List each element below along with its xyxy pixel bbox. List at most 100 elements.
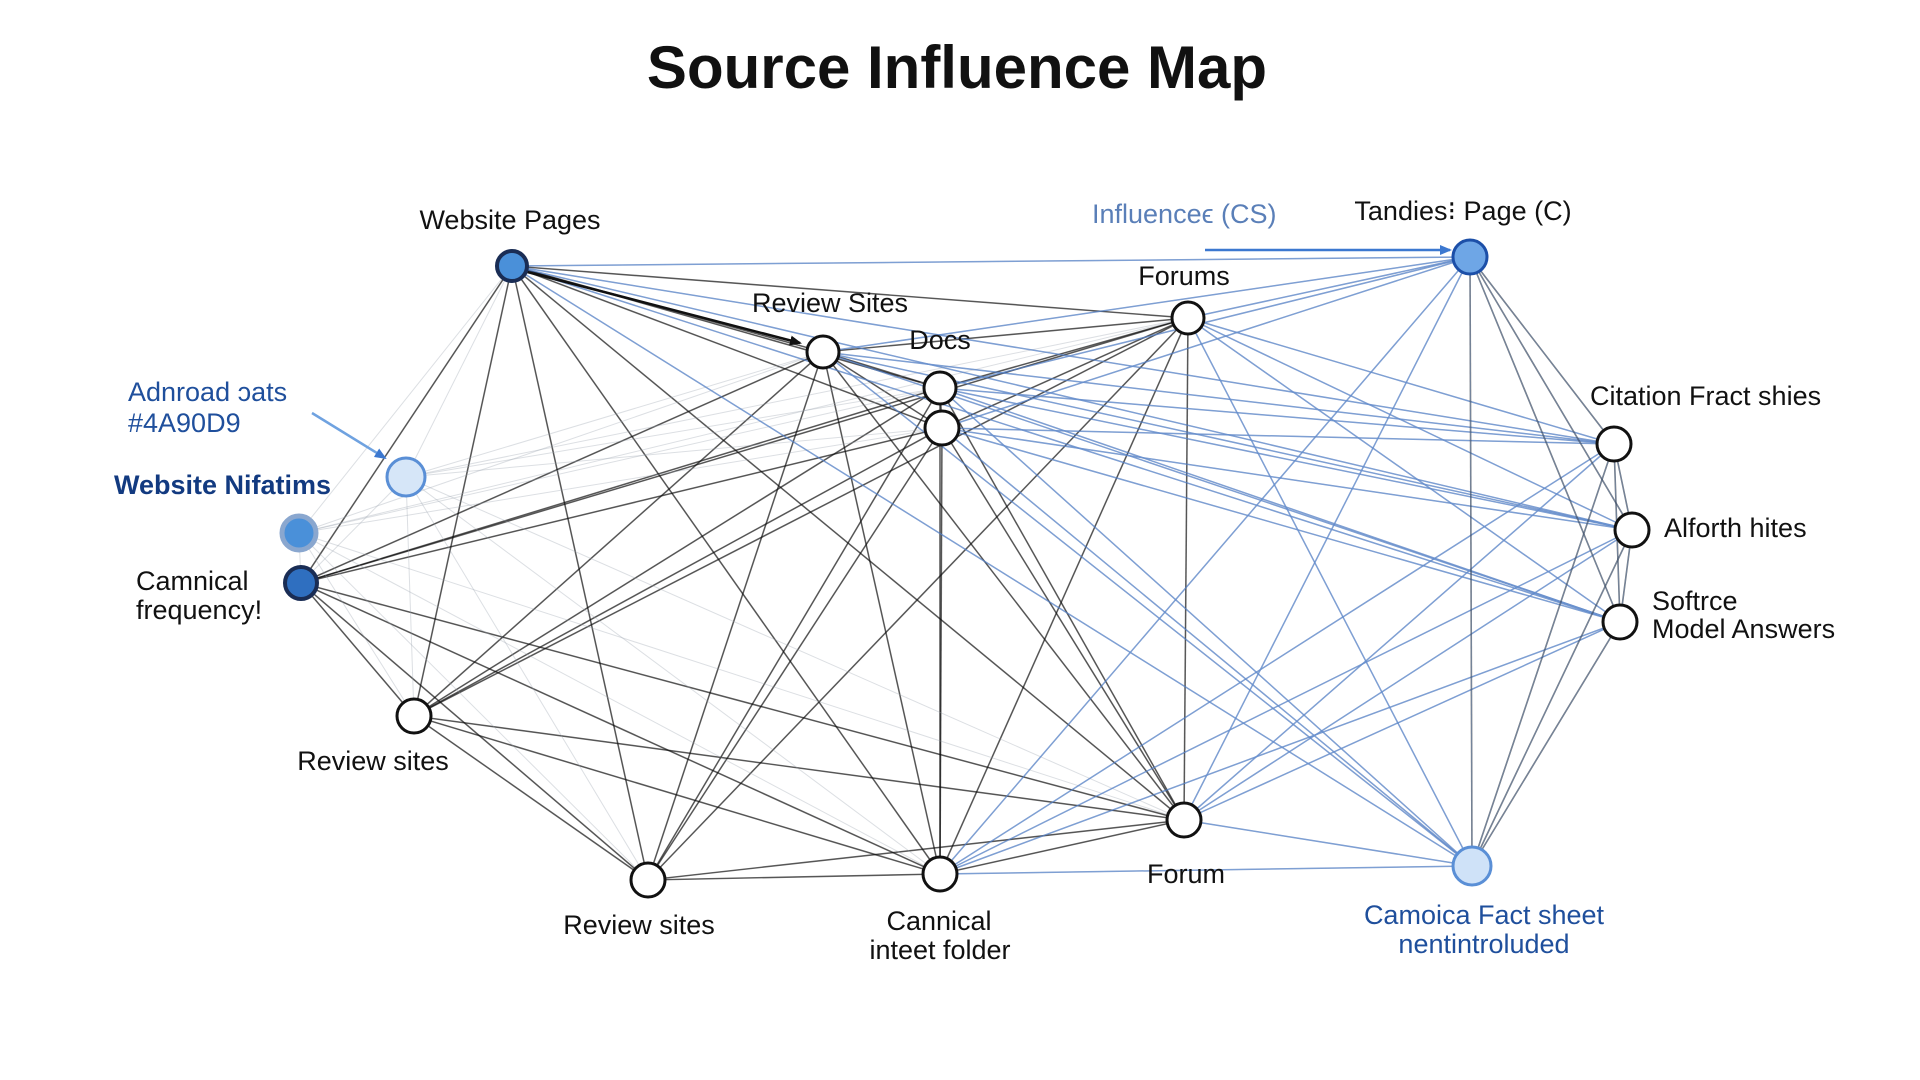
edge-239 [1187,317,1633,531]
edge-79 [1183,317,1189,821]
edge-25 [300,427,943,584]
edge-43 [647,819,1185,881]
label-softrce-line1: Softrce [1652,586,1738,616]
edge-145 [298,265,513,534]
node-forum [1165,801,1203,839]
edge-34 [1183,317,1189,821]
label-canical-folder-line2: inteet folder [869,935,1010,965]
edge-155 [1187,256,1471,319]
edge-12 [300,351,824,584]
label-adnroad-line1: Adnroad ɔats [128,377,287,407]
edge-59 [647,351,824,881]
edge-36 [300,582,649,881]
edge-254 [1183,819,1473,867]
edge-249 [941,427,1621,623]
edge-53 [511,265,1185,821]
edge-250 [822,351,1621,623]
edge-219 [1183,819,1473,867]
edge-172 [941,427,1633,531]
node-canical-folder [921,855,959,893]
edge-245 [511,265,1633,531]
edge-70 [300,427,943,584]
node-camnical-frequency [283,565,319,601]
edge-37 [300,582,941,875]
edge-255 [939,387,1473,867]
label-citation-fract: Citation Fract shies [1590,381,1821,411]
edge-96 [511,265,649,881]
edge-243 [822,351,1633,531]
edge-121 [413,317,1189,717]
edge-210 [511,265,1633,531]
edge-179 [941,427,1621,623]
edge-100 [822,351,943,429]
edge-189 [511,265,1473,867]
edge-74 [941,427,1185,821]
edge-16 [822,351,1185,821]
node-docs [922,370,958,406]
edge-264 [1469,256,1621,623]
edge-242 [941,427,1633,531]
edge-105 [822,351,941,875]
edge-169 [1187,317,1633,531]
edge-31 [413,317,1189,717]
label-camoica-line1: Camoica Fact sheet [1364,900,1605,930]
edge-276 [1471,529,1633,867]
annotation-arrow-adnroad [311,411,387,460]
edge-4 [300,265,513,584]
edge-200 [941,427,1615,445]
edge-235 [941,427,1615,445]
edge-227 [939,256,1471,389]
node-softrce-model-answers [1601,603,1639,641]
edge-225 [1187,256,1471,319]
edge-181 [939,621,1621,875]
edge-75 [300,317,1189,584]
edge-layer [298,256,1633,881]
edge-246 [1187,317,1621,623]
edge-203 [511,265,1615,445]
edge-215 [822,351,1621,623]
arrow-website-to-review [511,266,802,346]
edge-139 [405,317,1189,478]
edge-265 [1469,256,1621,623]
node-layer [279,238,1651,899]
edge-61 [822,351,1185,821]
edge-60 [822,351,941,875]
edge-228 [941,256,1471,429]
edge-35 [300,582,415,717]
edge-232 [1187,317,1615,445]
edge-3 [511,265,1189,319]
edge-216 [939,621,1621,875]
edge-167 [939,443,1615,875]
edge-224 [511,265,1473,867]
edge-135 [405,265,513,478]
edge-278 [1471,621,1621,867]
edge-104 [647,351,824,881]
edge-211 [1187,317,1621,623]
edge-110 [413,387,941,717]
edge-103 [413,351,824,717]
edge-198 [1183,443,1615,821]
edge-212 [1183,621,1621,821]
edge-108 [939,317,1189,389]
edge-258 [939,865,1473,875]
edge-111 [647,387,941,881]
edge-42 [647,873,941,881]
edge-279 [1471,621,1621,867]
edge-147 [298,387,941,534]
edge-183 [1187,317,1473,867]
edge-50 [413,265,513,717]
edge-131 [413,715,1185,821]
edge-76 [413,317,1189,717]
edge-146 [298,351,824,534]
edge-166 [822,351,1615,445]
edge-56 [822,317,1189,353]
edge-272 [1471,443,1615,867]
edge-136 [405,351,824,478]
edge-223 [939,865,1473,875]
edge-88 [647,819,1185,881]
edge-118 [939,427,943,875]
edge-153 [298,532,941,875]
edge-20 [413,387,941,717]
edge-77 [647,317,1189,881]
